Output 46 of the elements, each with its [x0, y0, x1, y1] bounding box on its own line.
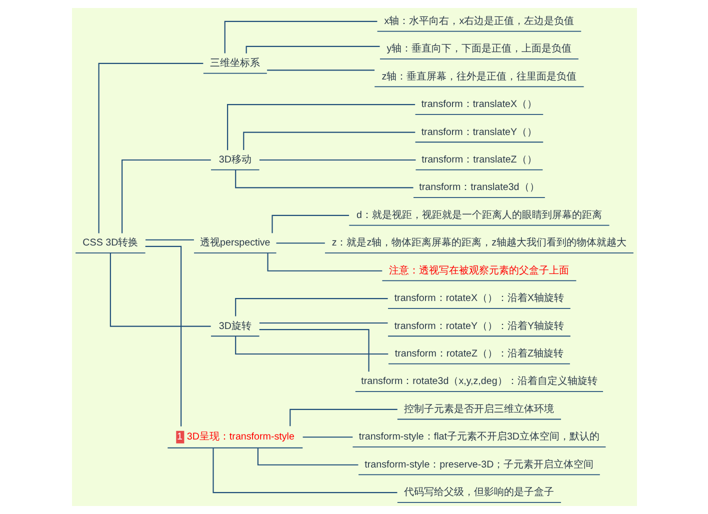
connector — [234, 170, 413, 188]
node-text: 代码写给父级，但影响的是子盒子 — [404, 487, 554, 498]
node-text: 三维坐标系 — [210, 58, 260, 69]
connector — [258, 329, 369, 372]
node-text: CSS 3D转换 — [82, 238, 138, 249]
connector — [234, 336, 388, 355]
node-text: transform：rotateY（）：沿着Y轴旋转 — [394, 320, 564, 332]
connector — [266, 70, 374, 71]
connector — [242, 132, 415, 150]
node-text: transform：rotateX（）：沿着X轴旋转 — [394, 293, 564, 304]
connector — [289, 408, 397, 426]
connector — [224, 20, 377, 54]
node-text: 注意：透视写在被观察元素的父盒子上面 — [388, 265, 569, 276]
node-text: transform-style：preserve-3D；子元素开启立体空间 — [364, 459, 594, 470]
connector — [144, 246, 182, 426]
node-text: 3D移动 — [218, 154, 251, 166]
connector — [145, 239, 194, 240]
node-text: transform：translateX（） — [420, 99, 537, 110]
node-text: 3D旋转 — [218, 320, 251, 332]
connector — [276, 242, 324, 244]
connector — [258, 322, 388, 324]
connector — [271, 214, 349, 234]
node-text: z轴：垂直屏幕，往外是正值，往里面是负值 — [381, 71, 576, 82]
connector — [258, 159, 416, 161]
connector — [256, 448, 358, 466]
node-text: y轴：垂直向下，下面是正值，上面是负值 — [386, 44, 572, 55]
node-text: 控制子元素是否开启三维立体环境 — [404, 404, 554, 415]
connector — [121, 159, 210, 234]
connector — [226, 104, 415, 150]
connector — [266, 253, 382, 272]
node-text: transform：rotate3d（x,y,z,deg）：沿着自定义轴旋转 — [360, 376, 597, 388]
connector — [109, 253, 210, 327]
node-text: d：就是视距，视距就是一个距离人的眼睛到屏幕的距离 — [356, 210, 602, 221]
connector — [234, 298, 388, 316]
connector — [302, 436, 352, 438]
node-text: transform：translateZ（） — [421, 154, 536, 166]
node-text: transform-style：flat子元素不开启3D立体空间，默认的 — [358, 432, 600, 443]
node-text: transform：translate3d（） — [418, 182, 539, 194]
node-text: transform：translateY（） — [420, 126, 537, 138]
connector — [212, 448, 397, 494]
node-text: transform：rotateZ（）：沿着Z轴旋转 — [394, 348, 564, 360]
node-text: z：就是z轴，物体距离屏幕的距离，z轴越大我们看到的物体就越大 — [331, 238, 626, 249]
connector — [98, 62, 203, 234]
node-text: 透视perspective — [200, 238, 270, 249]
node-text: x轴：水平向右，x右边是正值，左边是负值 — [384, 16, 574, 27]
connector — [245, 46, 380, 54]
